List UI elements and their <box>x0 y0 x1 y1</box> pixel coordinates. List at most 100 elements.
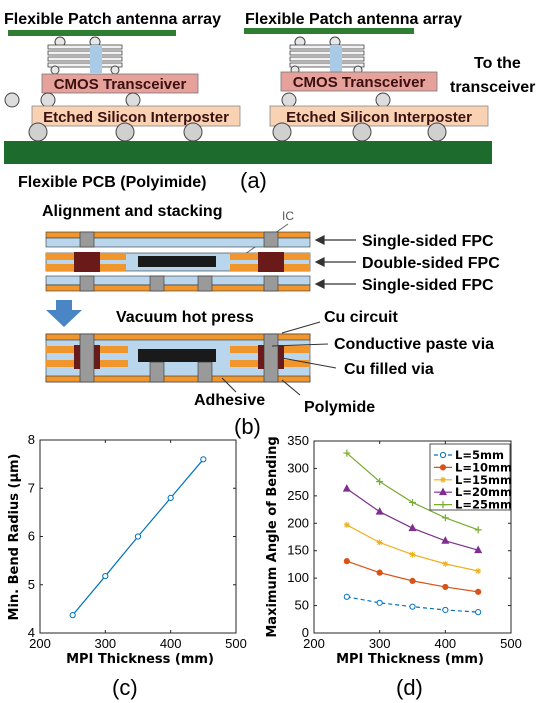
chart-d-ytick-label: 150 <box>287 543 309 558</box>
pressed-stack <box>45 333 311 383</box>
antenna-label-right: Flexible Patch antenna array <box>245 11 462 28</box>
layer-arrows <box>314 235 356 289</box>
chart-c-point <box>102 572 109 580</box>
chart-c-point <box>200 456 207 463</box>
chart-d-series <box>342 449 483 616</box>
cmos-label-left: CMOS Transceiver <box>54 76 187 93</box>
bump-stack-left <box>47 36 123 75</box>
chart-c-series <box>69 456 207 619</box>
chart-c-xlabel: MPI Thickness (mm) <box>66 652 214 667</box>
chart-d-point <box>342 484 351 492</box>
chart-c-xtick-label: 500 <box>225 636 247 651</box>
panel-a: Flexible Patch antenna array CMOS Transc… <box>4 11 535 193</box>
panel-b-title: Alignment and stacking <box>42 203 222 220</box>
layer1-label: Single-sided FPC <box>362 233 494 250</box>
to-transceiver-label-2: transceiver <box>450 79 535 96</box>
legend-label-4: L=25mm <box>455 498 512 512</box>
chart-c-xtick-label: 200 <box>29 636 51 651</box>
interposer-left <box>31 105 241 127</box>
solder-balls-right <box>272 122 447 142</box>
chart-c-ytick-label: 6 <box>28 529 35 544</box>
chart-d-point <box>442 606 449 614</box>
chart-d-xtick-label: 500 <box>500 636 522 651</box>
chart-d-point <box>408 523 417 532</box>
chart-d-point <box>474 526 482 534</box>
solder-balls-left <box>28 122 203 142</box>
interposer-label-left: Etched Silicon Interposter <box>43 109 229 126</box>
antenna-label-left: Flexible Patch antenna array <box>4 11 221 28</box>
single-sided-fpc-bottom <box>45 275 311 292</box>
chart-d-ytick-label: 50 <box>295 598 309 613</box>
chart-d-point <box>376 478 384 486</box>
callout-lines <box>221 321 337 396</box>
chart-d-xtick-label: 200 <box>303 636 325 651</box>
chart-c-point <box>134 533 142 540</box>
chart-d-point <box>475 568 482 575</box>
chart-c-point <box>167 494 174 501</box>
caption-b: (b) <box>234 414 261 439</box>
cmos-transceiver-left <box>41 73 199 94</box>
chart-c-ytick-label: 8 <box>28 432 35 447</box>
legend-marker-4 <box>439 501 447 509</box>
cmos-transceiver-right <box>280 71 438 92</box>
to-transceiver-label-1: To the <box>474 55 521 72</box>
filled-via-label: Cu filled via <box>344 361 434 378</box>
legend-label-3: L=20mm <box>455 485 512 499</box>
chart-d-point <box>375 507 384 515</box>
caption-a: (a) <box>240 168 267 193</box>
legend-marker-2 <box>440 476 446 483</box>
chart-d-point <box>475 609 482 616</box>
chart-d-xtick-label: 400 <box>434 636 456 651</box>
legend-label-0: L=5mm <box>455 448 504 462</box>
panel-b: Alignment and stacking IC <box>42 203 500 439</box>
chart-d-xtick-label: 300 <box>369 636 391 651</box>
chart-d-point <box>442 560 449 567</box>
legend-label-1: L=10mm <box>455 460 512 474</box>
chart-d-xlabel: MPI Thickness (mm) <box>336 652 484 667</box>
chart-d-point <box>474 545 483 554</box>
chart-c-ytick-label: 5 <box>28 577 35 592</box>
chart-c-ylabel: Min. Bend Radius (µm) <box>7 454 22 621</box>
pcb-label: Flexible PCB (Polyimide) <box>18 174 206 191</box>
caption-c: (c) <box>112 675 138 700</box>
chart-d-point <box>376 599 383 606</box>
chart-d-point <box>441 536 450 544</box>
chart-d-point <box>343 449 351 457</box>
chart-d-point <box>343 521 350 528</box>
interposer-right <box>269 105 489 127</box>
chart-d-series-line-1 <box>346 560 479 593</box>
chart-d-point <box>441 514 449 522</box>
chart-d-point <box>343 593 350 600</box>
bump-stack-right <box>289 36 365 75</box>
chart-c-ytick-label: 4 <box>28 625 35 640</box>
ic-label: IC <box>282 209 294 223</box>
chart-d-point <box>376 539 383 546</box>
chart-d-point <box>409 603 416 610</box>
chart-d-series-line-2 <box>346 524 479 572</box>
layer2-label: Double-sided FPC <box>362 255 500 272</box>
chart-c-point <box>69 612 76 619</box>
chart-d-axes-box <box>313 440 512 634</box>
legend-marker-1 <box>439 464 447 471</box>
chart-d-point <box>409 551 416 558</box>
flexible-pcb <box>4 141 492 164</box>
caption-d: (d) <box>396 675 423 700</box>
chart-d-point <box>442 583 449 591</box>
chart-d-ytick-label: 250 <box>287 488 309 503</box>
antenna-array-left <box>8 30 176 36</box>
process-arrow <box>46 300 82 327</box>
polymide-label: Polymide <box>304 399 375 416</box>
legend-marker-3 <box>438 487 448 496</box>
chart-d-ytick-label: 300 <box>287 460 309 475</box>
cmos-label-right: CMOS Transceiver <box>293 74 426 91</box>
chart-d-ytick-label: 100 <box>287 570 309 585</box>
paste-via-label: Conductive paste via <box>334 336 494 353</box>
antenna-array-right <box>244 28 414 34</box>
legend-label-2: L=15mm <box>455 473 512 487</box>
